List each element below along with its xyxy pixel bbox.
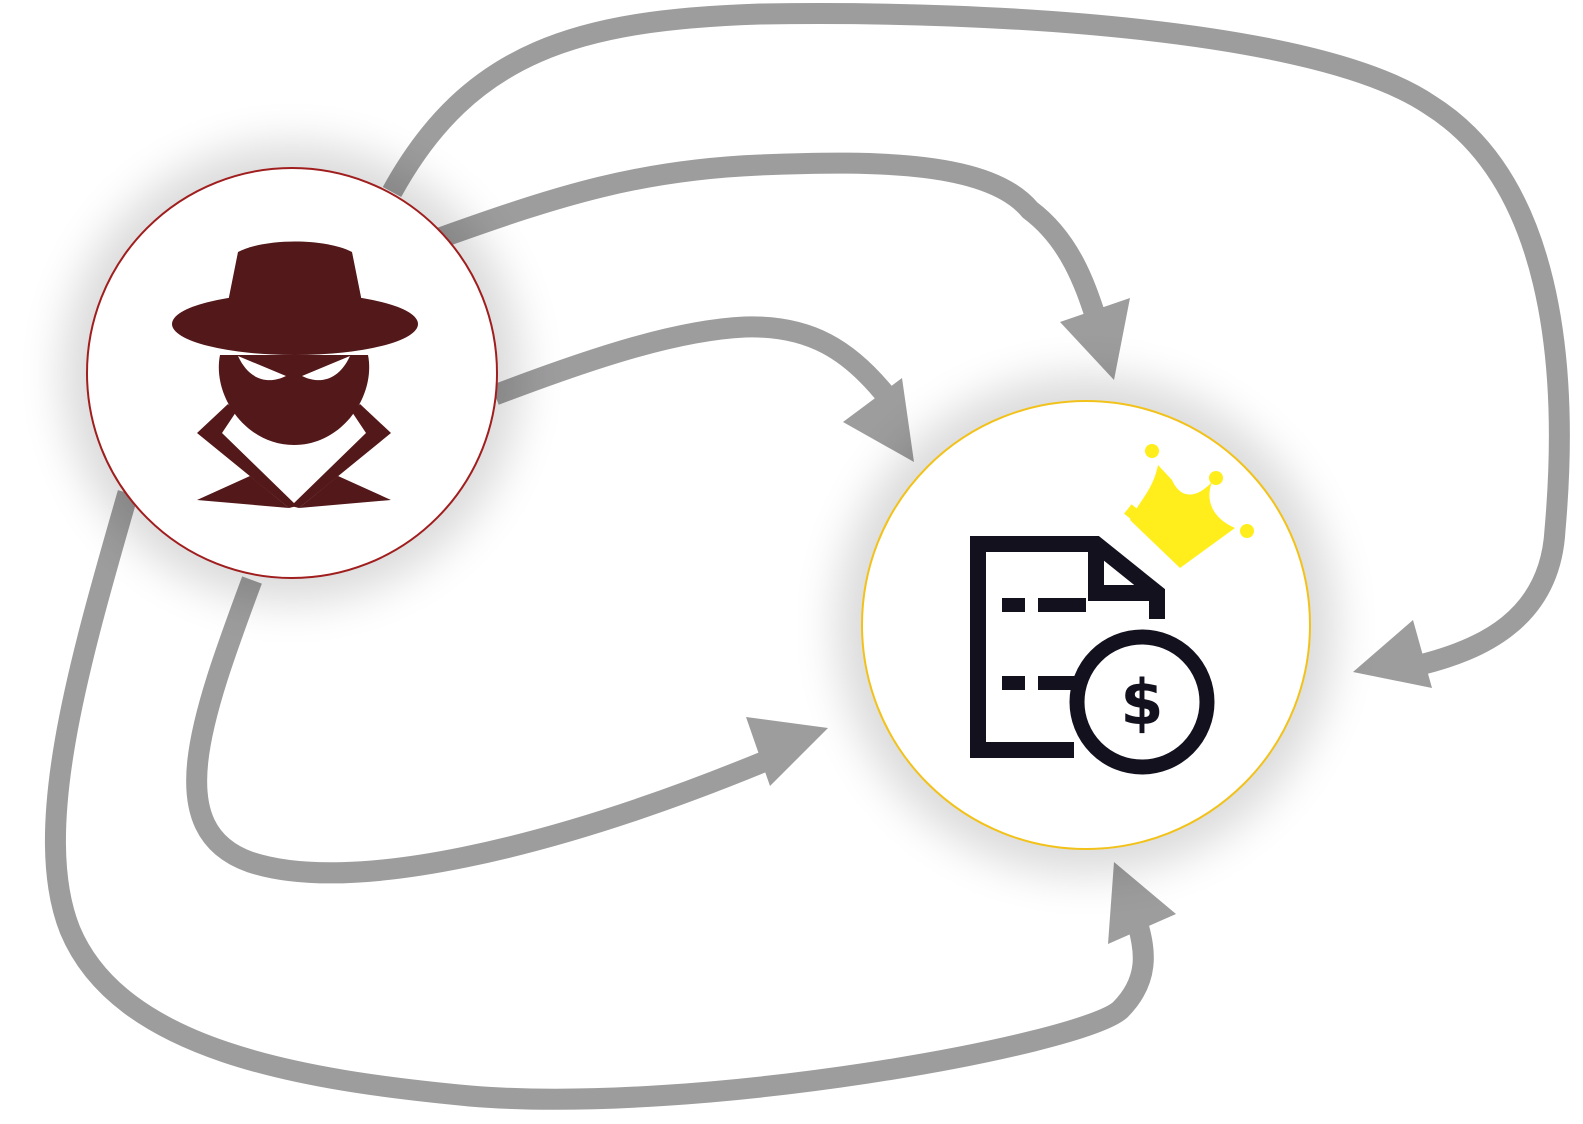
target-node[interactable]: $ [836,375,1336,875]
arrow-top-long [382,3,1570,688]
arrow-middle [491,316,914,462]
attacker-node[interactable] [62,143,522,603]
spy-hat-icon [172,241,418,508]
target-node-circle [861,400,1311,850]
arrow-group [44,3,1570,1110]
arrow-bottom-loop [44,490,1176,1110]
premium-invoice-icon: $ [970,536,1215,775]
arrow-top-short [436,152,1130,380]
crown-icon [1124,444,1254,568]
arrow-lower-loop [186,576,828,884]
dollar-sign-icon: $ [1120,666,1163,739]
